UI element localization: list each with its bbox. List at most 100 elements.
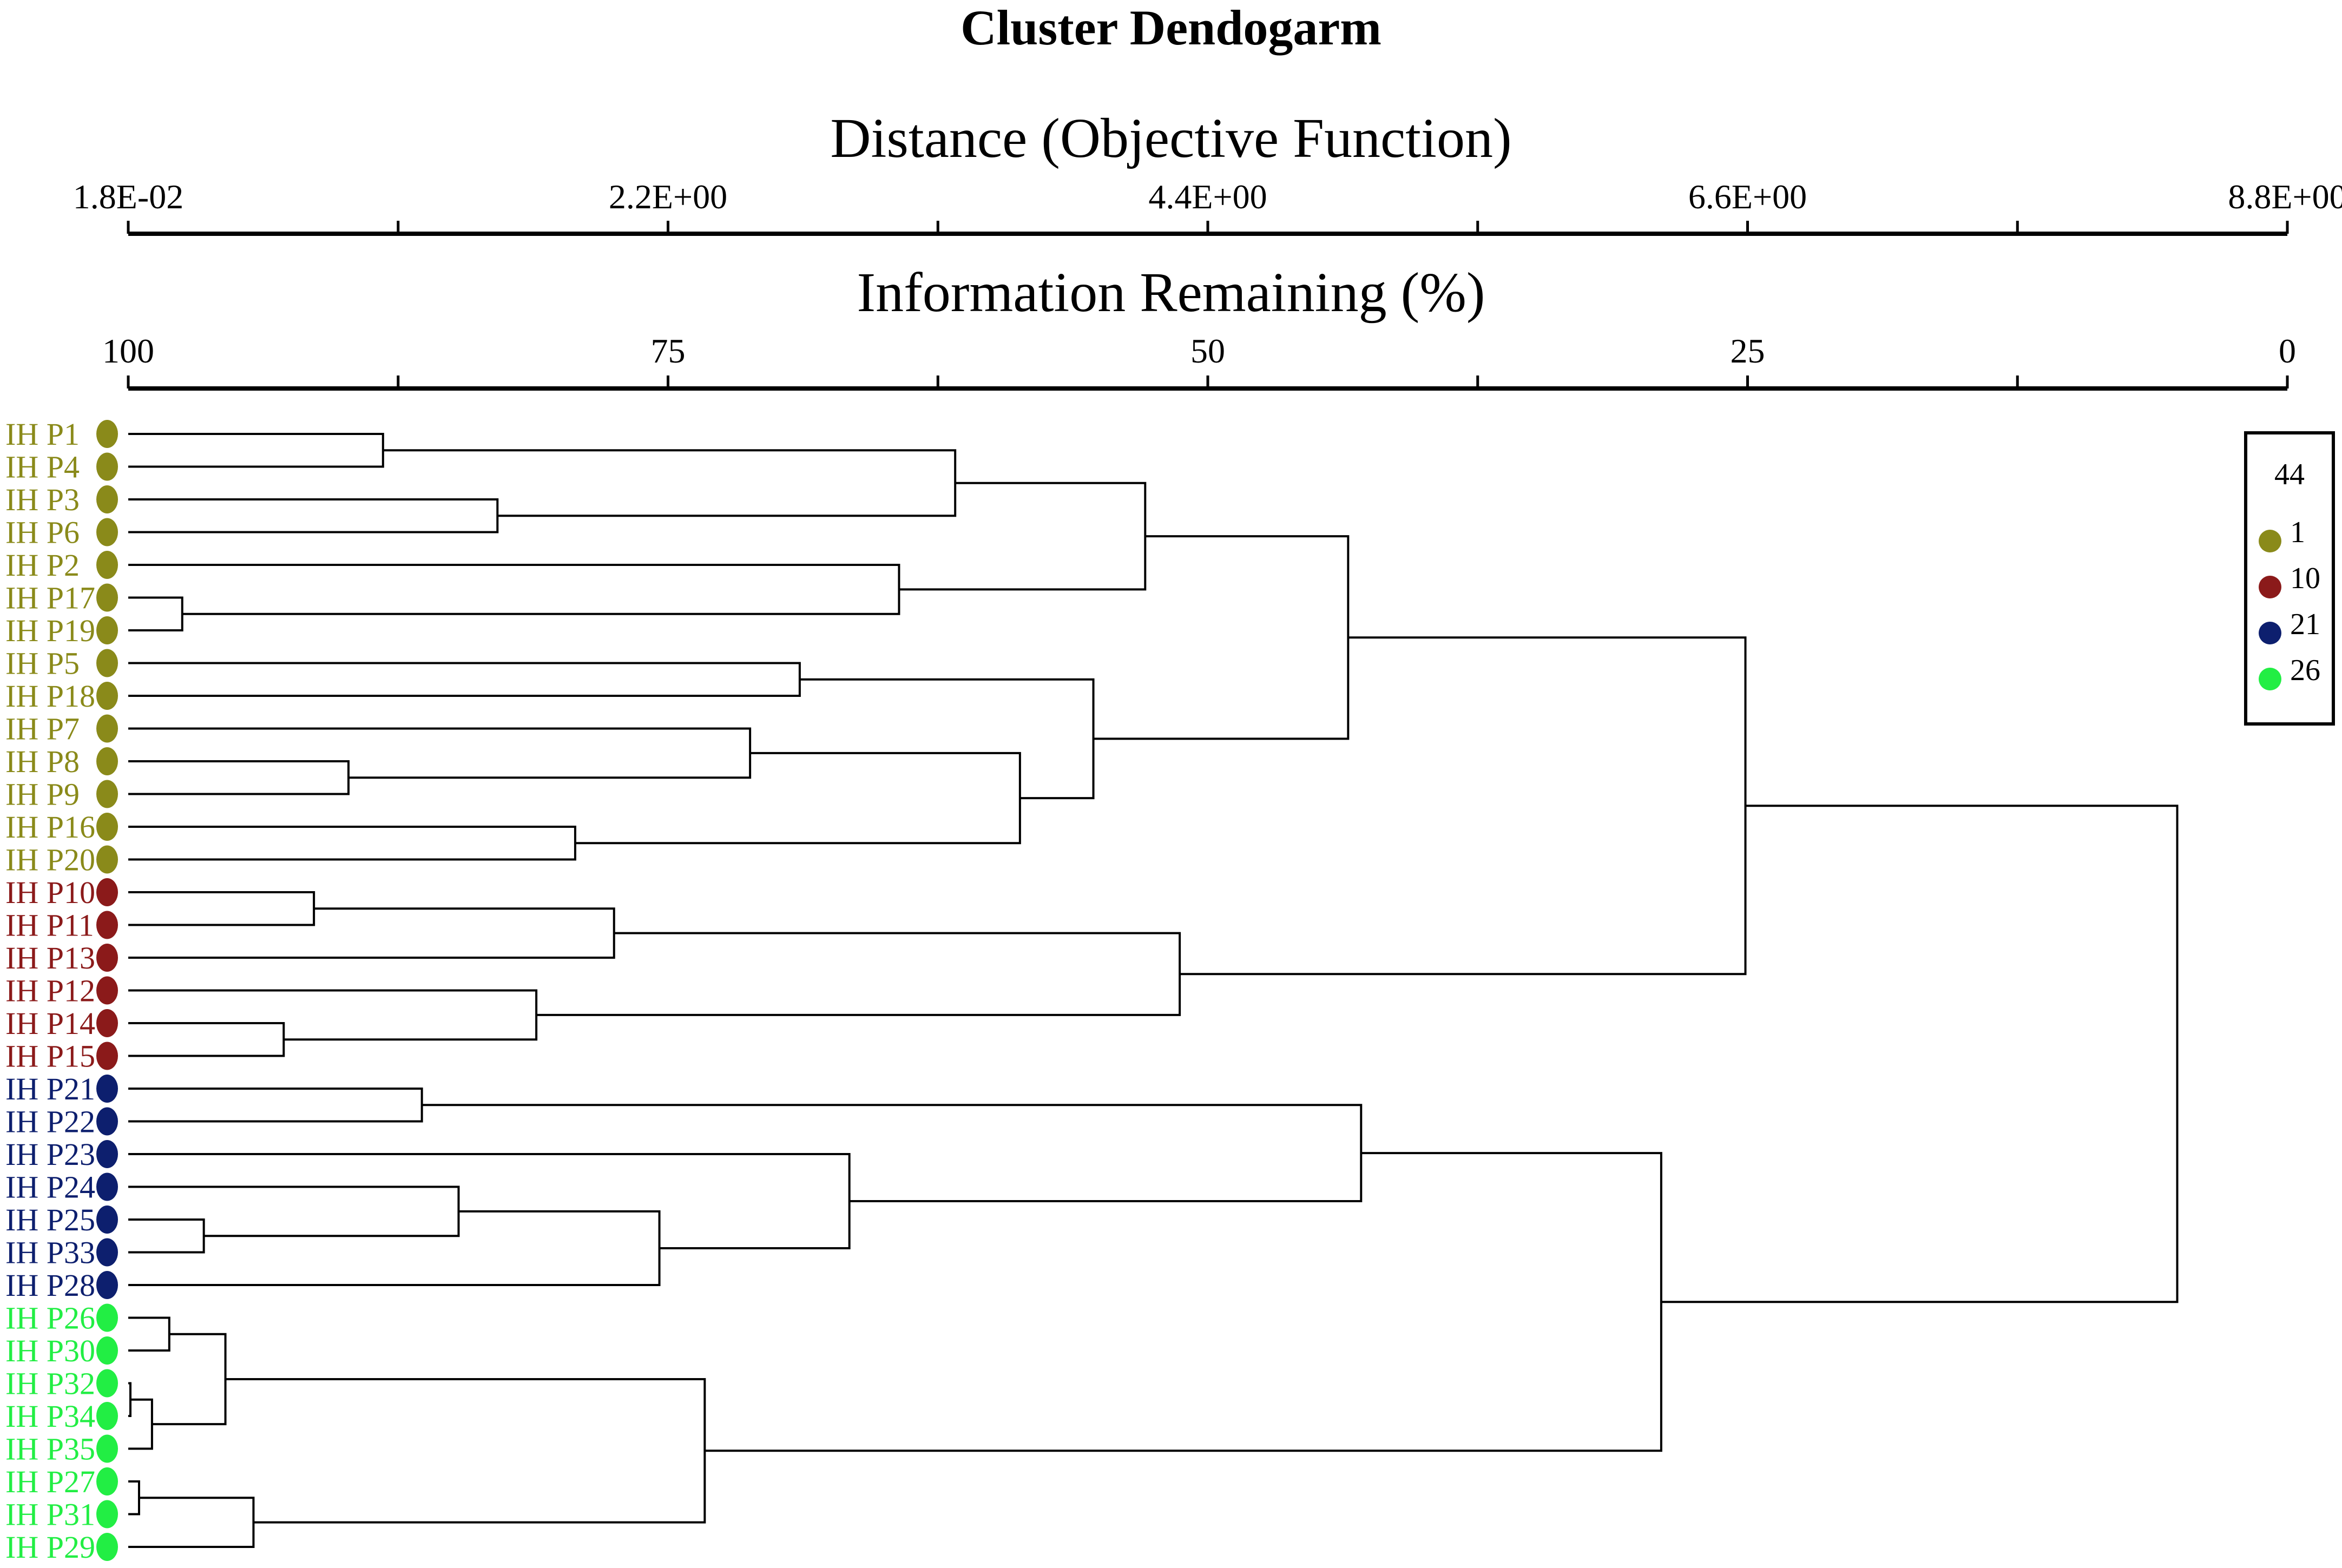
cluster-link — [128, 1316, 170, 1352]
distance-tick-label: 2.2E+00 — [609, 177, 727, 216]
leaf-label: IH P33 — [5, 1235, 95, 1270]
leaf-marker — [96, 1369, 118, 1398]
legend-marker — [2259, 530, 2281, 552]
leaf-label: IH P23 — [5, 1137, 95, 1172]
leaf-label: IH P8 — [5, 744, 80, 779]
cluster-link — [128, 1497, 255, 1548]
cluster-link — [128, 498, 499, 533]
cluster-link — [128, 989, 538, 1041]
leaf-label: IH P22 — [5, 1104, 95, 1139]
cluster-link — [128, 826, 576, 861]
legend-label: 26 — [2290, 654, 2320, 687]
leaf-label: IH P35 — [5, 1432, 95, 1467]
leaf-label: IH P12 — [5, 973, 95, 1009]
leaf-marker — [96, 649, 118, 677]
leaf-label: IH P9 — [5, 777, 80, 812]
distance-tick-label: 8.8E+00 — [2228, 177, 2342, 216]
leaf-label: IH P25 — [5, 1202, 95, 1237]
information-tick-label: 75 — [651, 332, 686, 370]
cluster-link — [128, 433, 384, 468]
legend-label: 1 — [2290, 516, 2305, 549]
leaf-label: IH P2 — [5, 548, 80, 583]
leaf-marker — [96, 1402, 118, 1430]
cluster-link — [575, 752, 1021, 845]
cluster-link — [128, 662, 801, 697]
leaf-label: IH P6 — [5, 515, 80, 550]
leaf-marker — [96, 845, 118, 874]
cluster-link — [128, 760, 350, 795]
leaf-label: IH P28 — [5, 1268, 95, 1303]
leaf-marker — [96, 452, 118, 481]
distance-axis-title: Distance (Objective Function) — [830, 107, 1511, 169]
leaf-marker — [96, 1172, 118, 1201]
cluster-link — [225, 1378, 706, 1524]
leaf-label: IH P27 — [5, 1464, 95, 1499]
cluster-link — [128, 1218, 205, 1254]
cluster-link — [1093, 535, 1350, 740]
leaf-label: IH P3 — [5, 482, 80, 517]
cluster-link — [536, 932, 1181, 1016]
cluster-link — [1180, 636, 1747, 976]
cluster-link — [705, 1152, 1662, 1452]
cluster-link — [128, 907, 615, 959]
chart-title: Cluster Dendogarm — [961, 0, 1381, 55]
leaf-label: IH P29 — [5, 1530, 95, 1565]
cluster-link — [128, 1088, 423, 1123]
leaf-marker — [96, 1533, 118, 1561]
leaf-marker — [96, 583, 118, 612]
leaf-label: IH P5 — [5, 646, 80, 681]
leaf-label: IH P13 — [5, 940, 95, 976]
cluster-link — [1661, 805, 2179, 1303]
legend: 44 1 10 21 26 — [2244, 431, 2335, 726]
cluster-link — [152, 1333, 227, 1426]
information-tick-label: 100 — [102, 332, 154, 370]
leaf-label: IH P20 — [5, 842, 95, 878]
legend-label: 10 — [2290, 562, 2320, 595]
distance-tick-label: 1.8E-02 — [73, 177, 183, 216]
information-tick-label: 0 — [2279, 332, 2296, 370]
leaf-label: IH P11 — [5, 908, 94, 943]
legend-title: 44 — [2274, 458, 2305, 491]
cluster-link — [128, 1153, 851, 1249]
leaf-label: IH P30 — [5, 1333, 95, 1368]
leaf-marker — [96, 1500, 118, 1529]
leaf-marker — [96, 616, 118, 644]
leaf-label: IH P16 — [5, 809, 95, 845]
legend-marker — [2259, 668, 2281, 690]
legend-label: 21 — [2290, 608, 2320, 641]
leaf-marker — [96, 813, 118, 841]
cluster-link — [799, 678, 1095, 800]
leaf-label: IH P32 — [5, 1366, 95, 1401]
leaf-marker — [96, 1140, 118, 1168]
leaf-marker — [96, 714, 118, 743]
information-tick-label: 25 — [1731, 332, 1765, 370]
legend-marker — [2259, 576, 2281, 598]
leaf-marker — [96, 747, 118, 775]
leaf-marker — [96, 682, 118, 710]
cluster-link — [128, 564, 900, 615]
legend-box — [2244, 431, 2335, 726]
leaf-marker — [96, 1205, 118, 1234]
cluster-link — [128, 1022, 285, 1057]
cluster-link — [128, 1480, 140, 1516]
cluster-link — [128, 1398, 153, 1450]
leaf-marker — [96, 1009, 118, 1037]
leaf-label: IH P34 — [5, 1399, 95, 1434]
information-tick-label: 50 — [1190, 332, 1225, 370]
leaf-marker — [96, 1434, 118, 1463]
cluster-link — [128, 891, 315, 926]
information-axis: 100 75 50 25 0 — [102, 332, 2296, 391]
leaf-label: IH P24 — [5, 1170, 95, 1205]
leaf-marker — [96, 976, 118, 1005]
leaf-marker — [96, 1075, 118, 1103]
cluster-link — [899, 482, 1147, 591]
cluster-link — [128, 596, 183, 631]
leaf-label: IH P1 — [5, 417, 80, 452]
leaf-marker — [96, 878, 118, 906]
leaf-marker — [96, 1467, 118, 1495]
leaf-label: IH P4 — [5, 450, 80, 485]
leaf-marker — [96, 1336, 118, 1365]
